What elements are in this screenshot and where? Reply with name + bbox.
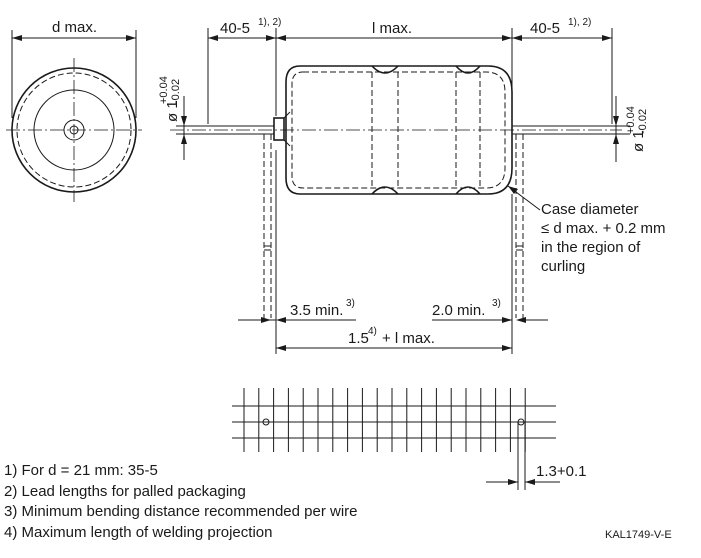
lead-length-right-ref: 1), 2): [568, 17, 591, 28]
drawing-code: KAL1749-V-E: [605, 529, 672, 541]
top-dimensions: [207, 28, 613, 124]
bend-min-right-ref: 3): [492, 298, 501, 309]
total-length-ref: 4): [368, 326, 377, 337]
total-length-a: 1.5: [348, 330, 369, 347]
case-note-line-4: curling: [541, 258, 585, 275]
total-length-b: + l max.: [382, 330, 435, 347]
wire-dia-left: ø 1: [164, 100, 181, 122]
l-max-label: l max.: [372, 20, 412, 37]
wire-tol-minus-right: -0.02: [637, 109, 649, 134]
case-diameter-leader: [507, 185, 541, 211]
lead-wires: [208, 125, 612, 318]
wire-tol-plus-right: +0.04: [625, 106, 637, 134]
bend-min-right: 2.0 min.: [432, 302, 485, 319]
footnote-1: 1) For d = 21 mm: 35-5: [4, 462, 158, 479]
footnote-2: 2) Lead lengths for palled packaging: [4, 482, 246, 500]
end-view: [6, 30, 142, 202]
case-note-line-3: in the region of: [541, 239, 641, 256]
lead-length-left-ref: 1), 2): [258, 17, 281, 28]
wire-tol-plus-left: +0.04: [158, 76, 170, 104]
footnote-4: 4) Maximum length of welding projection: [4, 523, 273, 541]
capacitor-body: [170, 65, 622, 195]
case-note-line-1: Case diameter: [541, 201, 639, 218]
pitch-label: 1.3+0.1: [536, 463, 586, 480]
lead-length-right: 40-5: [530, 20, 560, 37]
bend-min-left-ref: 3): [346, 298, 355, 309]
case-note-line-2: ≤ d max. + 0.2 mm: [541, 220, 666, 237]
lead-length-left: 40-5: [220, 20, 250, 37]
wire-diameter-left: [176, 96, 208, 160]
packaging-grid: [232, 388, 560, 490]
wire-diameter-right: [612, 96, 630, 162]
wire-dia-right: ø 1: [630, 130, 647, 152]
bend-min-left: 3.5 min.: [290, 302, 343, 319]
footnote-3: 3) Minimum bending distance recommended …: [4, 503, 358, 520]
footnotes: 1) For d = 21 mm: 35-5 2) Lead lengths f…: [4, 461, 358, 543]
wire-tol-minus-left: -0.02: [170, 79, 182, 104]
d-max-label: d max.: [52, 19, 97, 36]
bending-dimensions: [238, 150, 548, 354]
